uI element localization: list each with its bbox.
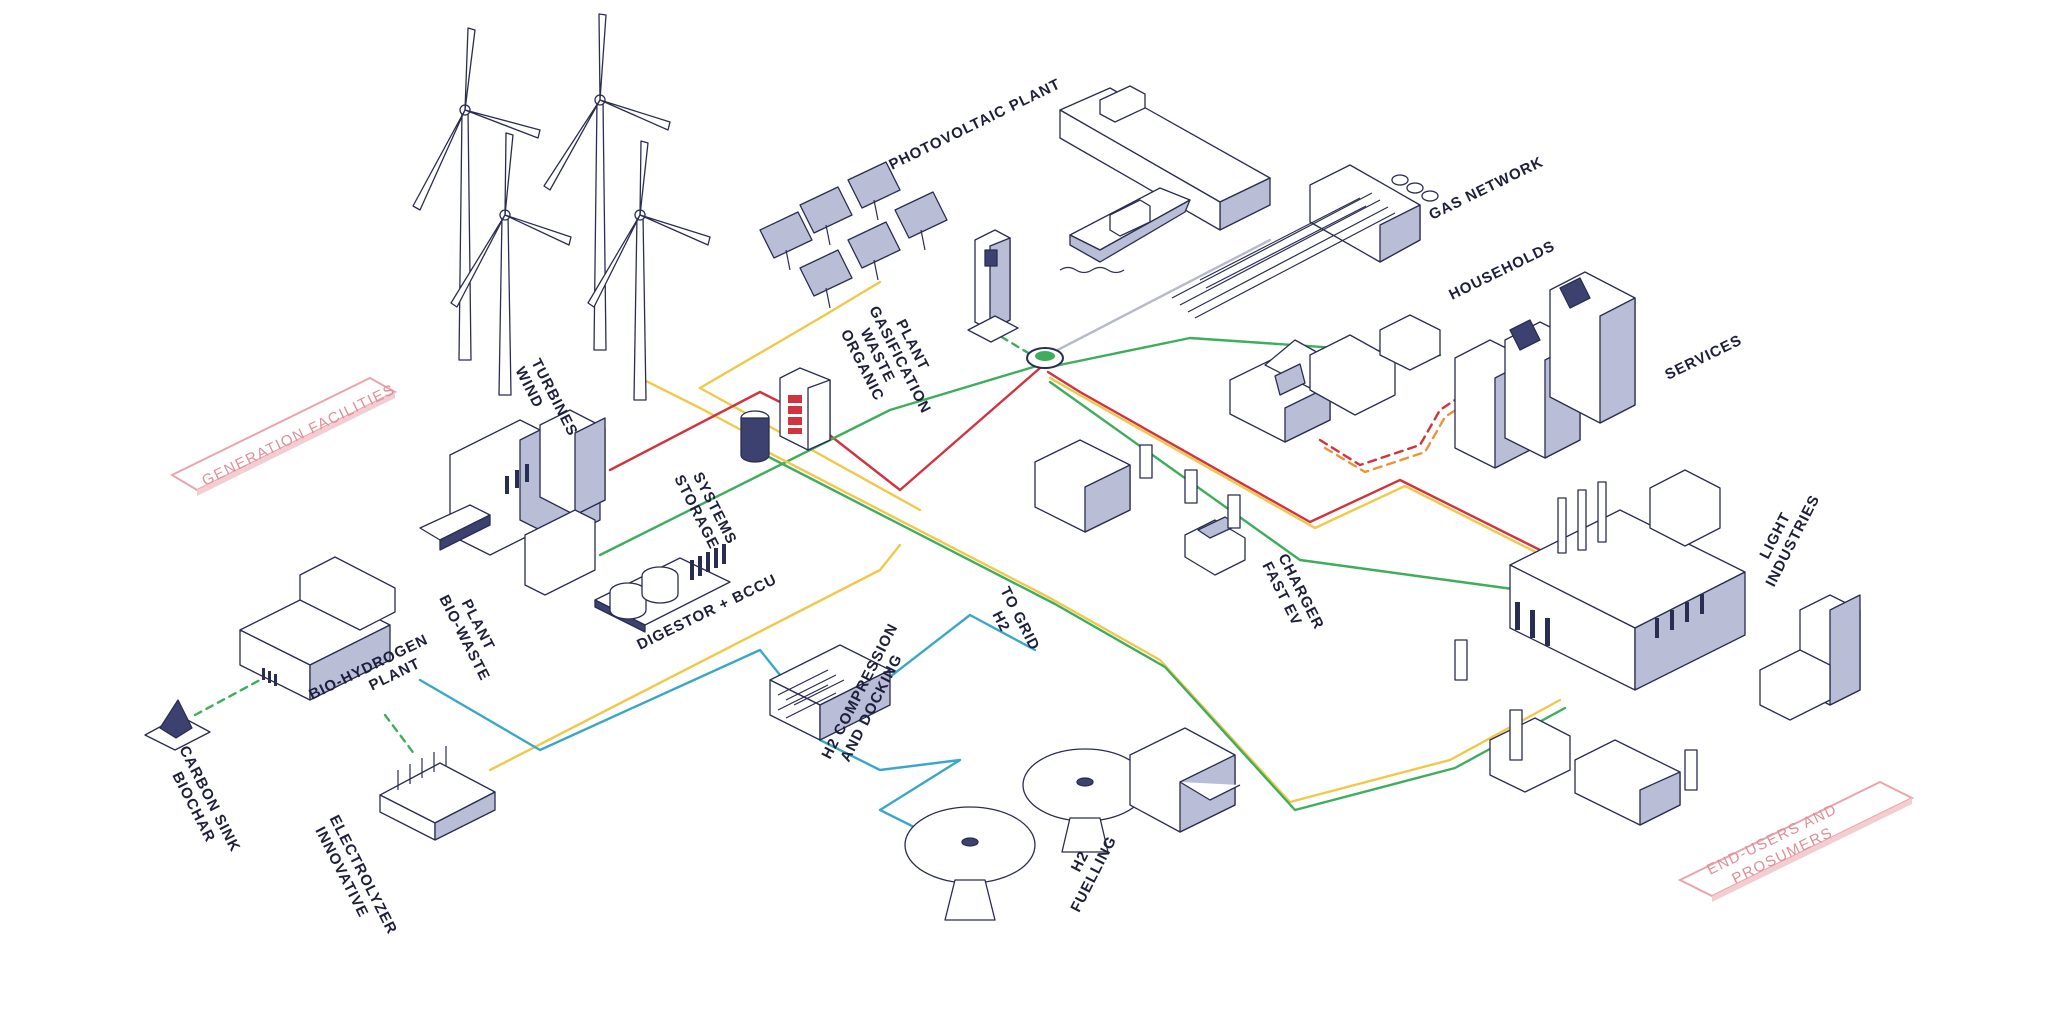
h2-grid-blue xyxy=(858,613,1037,702)
digestor-green-line xyxy=(598,363,1042,557)
storage-systems xyxy=(740,367,831,463)
biochar-label: BIOCHAR CARBON SINK xyxy=(168,743,243,855)
fast-ev-label: FAST EV CHARGER xyxy=(1258,551,1327,633)
light-industries-label: LIGHT INDUSTRIES xyxy=(1756,492,1823,590)
h2-grid-label: H2 TO GRID xyxy=(989,584,1043,653)
h2-fuelling-blue xyxy=(818,738,962,842)
truck-ev xyxy=(1034,439,1131,533)
services-label: SERVICES xyxy=(1662,332,1745,384)
gas-network-label: GAS NETWORK xyxy=(1426,153,1546,223)
h2-compression xyxy=(769,644,891,741)
storage-to-enduser-green xyxy=(763,453,1567,812)
gas-network xyxy=(1171,164,1439,319)
electrolyzer xyxy=(379,746,496,841)
h2-fuelling xyxy=(904,748,1148,921)
bio-hydrogen-plant xyxy=(239,556,396,701)
photovoltaic-label-text: PHOTOVOLTAIC PLANT xyxy=(886,76,1063,174)
generation-facilities-tag: GENERATION FACILITIES xyxy=(169,376,398,496)
hub-to-industries-red xyxy=(1046,370,1572,567)
electrolyzer-label: INNOVATIVE ELECTROLYZER xyxy=(311,812,400,937)
gasification-dashed-green xyxy=(988,328,1042,362)
services-label-text: SERVICES xyxy=(1662,332,1745,384)
end-user-facilities xyxy=(1454,639,1698,826)
distribution-hub xyxy=(1026,347,1064,369)
truck-fuelling xyxy=(1129,727,1241,833)
hub-to-industries-green xyxy=(1048,380,1522,592)
hub-to-industries-yellow xyxy=(1048,376,1577,574)
ship xyxy=(1059,187,1191,274)
gasification-plant xyxy=(967,229,1019,343)
services-buildings xyxy=(1454,271,1636,469)
digestor-bccu xyxy=(594,544,731,633)
gas-line xyxy=(1046,238,1272,357)
storage-systems-label: STORAGE SYSTEMS xyxy=(670,469,740,552)
households xyxy=(1229,314,1441,443)
gas-network-label-text: GAS NETWORK xyxy=(1426,153,1546,223)
end-users-tag: END-USERS AND PROSUMERS xyxy=(1677,780,1915,902)
generation-tag-text: GENERATION FACILITIES xyxy=(199,381,398,490)
biochar-sink xyxy=(144,699,211,751)
electrolyzer-dashed-green xyxy=(383,713,417,757)
photovoltaic-panels xyxy=(759,161,948,309)
organic-waste-label: ORGANIC WASTE GASIFICATION PLANT xyxy=(837,303,934,416)
wind-line xyxy=(638,376,762,442)
ev-charger-posts xyxy=(1139,444,1241,529)
biochar-dashed-green xyxy=(193,678,262,717)
wind-turbines xyxy=(412,13,711,401)
bio-waste-plant xyxy=(419,409,606,596)
electrolyzer-yellow xyxy=(488,543,902,772)
light-industries xyxy=(1509,469,1861,721)
households-label-text: HOUSEHOLDS xyxy=(1446,238,1558,304)
photovoltaic-label: PHOTOVOLTAIC PLANT xyxy=(886,76,1063,174)
households-label: HOUSEHOLDS xyxy=(1446,238,1558,304)
storage-to-enduser-yellow xyxy=(758,446,1562,804)
bio-waste-label: BIO-WASTE PLANT xyxy=(435,592,498,683)
